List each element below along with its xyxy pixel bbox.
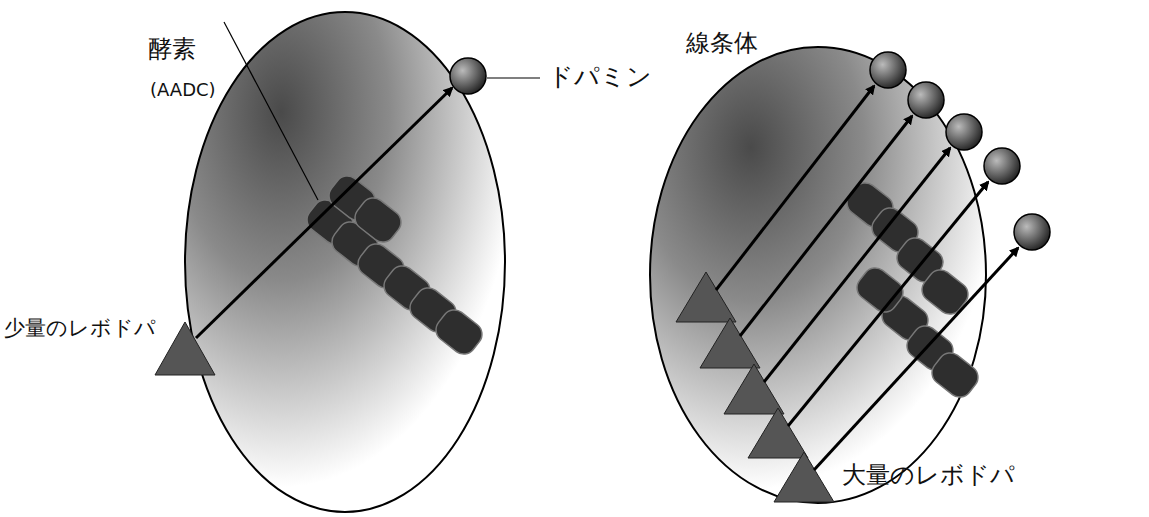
striatum-outline bbox=[185, 12, 505, 512]
conversion-arrow bbox=[196, 88, 452, 338]
leader-line bbox=[487, 77, 540, 78]
conversion-arrow bbox=[716, 86, 1018, 470]
part-label: 酵素 bbox=[148, 36, 196, 64]
part-label: (AADC) bbox=[150, 80, 216, 101]
enzyme-chain bbox=[842, 178, 983, 402]
dose-label: 少量のレボドパ bbox=[4, 316, 156, 340]
dopamine-ball bbox=[450, 58, 486, 94]
levodopa-triangle bbox=[676, 272, 834, 502]
region-label: 線条体 bbox=[686, 30, 758, 58]
part-label: ドパミン bbox=[548, 63, 652, 92]
dopamine-ball bbox=[870, 52, 1050, 250]
dose-label: 大量のレボドパ bbox=[842, 462, 1015, 490]
leader-line bbox=[224, 22, 318, 200]
enzyme-chain bbox=[302, 171, 487, 359]
striatum-outline bbox=[650, 47, 986, 503]
